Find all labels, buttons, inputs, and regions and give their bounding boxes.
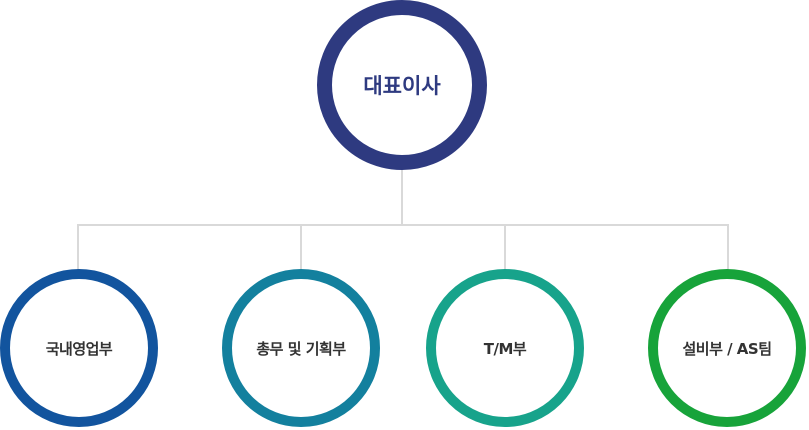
connector-dept-4 bbox=[727, 224, 729, 271]
connector-dept-3 bbox=[504, 224, 506, 271]
department-label: 총무 및 기획부 bbox=[256, 339, 346, 358]
connector-dept-1 bbox=[77, 224, 79, 271]
department-node-facilities-as: 설비부 / AS팀 bbox=[648, 269, 806, 427]
department-label: 설비부 / AS팀 bbox=[682, 339, 772, 358]
ceo-node: 대표이사 bbox=[317, 0, 487, 170]
connector-root-down bbox=[401, 168, 403, 226]
connector-dept-2 bbox=[300, 224, 302, 271]
connector-horizontal bbox=[77, 224, 729, 226]
ceo-label: 대표이사 bbox=[363, 74, 441, 98]
department-node-tm: T/M부 bbox=[426, 269, 584, 427]
department-label: T/M부 bbox=[483, 339, 527, 358]
department-label: 국내영업부 bbox=[45, 339, 113, 358]
department-node-domestic-sales: 국내영업부 bbox=[0, 269, 158, 427]
department-node-general-affairs: 총무 및 기획부 bbox=[222, 269, 380, 427]
